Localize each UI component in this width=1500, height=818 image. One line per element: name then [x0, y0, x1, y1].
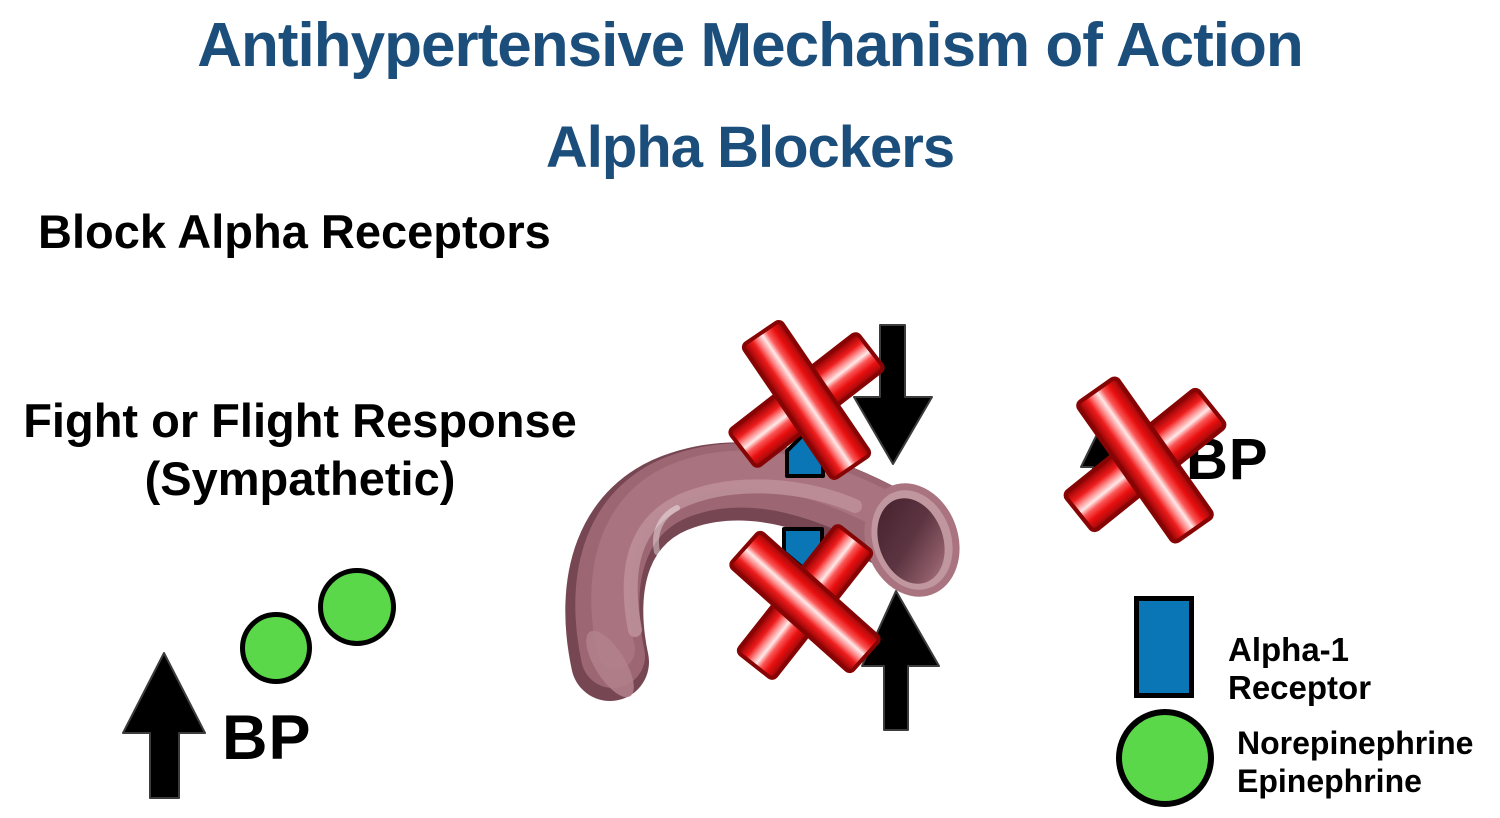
legend-norepinephrine-icon: [1116, 709, 1214, 807]
legend-neurotransmitter-line1: Norepinephrine: [1237, 725, 1474, 761]
page-title: Antihypertensive Mechanism of Action: [197, 11, 1303, 80]
blocked-bp-group: [1060, 368, 1250, 553]
fight-or-flight-label: Fight or Flight Response (Sympathetic): [0, 392, 600, 508]
legend-neurotransmitter-line2: Epinephrine: [1237, 763, 1422, 799]
block-alpha-receptors-label: Block Alpha Receptors: [38, 205, 551, 258]
fight-or-flight-line2: (Sympathetic): [144, 452, 456, 505]
legend-neurotransmitter-label: Norepinephrine Epinephrine: [1237, 724, 1473, 800]
legend-alpha1-receptor-icon: [1134, 596, 1194, 698]
norepinephrine-icon: [318, 568, 396, 646]
page-subtitle: Alpha Blockers: [545, 115, 955, 180]
vessel-opening: [864, 483, 960, 597]
down-arrow-icon: [853, 324, 933, 465]
blood-vessel-illustration: [565, 312, 960, 731]
bp-left-label: BP: [222, 703, 312, 773]
legend-alpha1-label: Alpha-1 Receptor: [1228, 631, 1372, 706]
vessel-tube: [565, 442, 960, 701]
up-arrow-icon: [122, 652, 206, 799]
up-arrow-icon: [861, 590, 940, 731]
norepinephrine-icon: [240, 612, 312, 684]
fight-or-flight-line1: Fight or Flight Response: [23, 394, 577, 447]
